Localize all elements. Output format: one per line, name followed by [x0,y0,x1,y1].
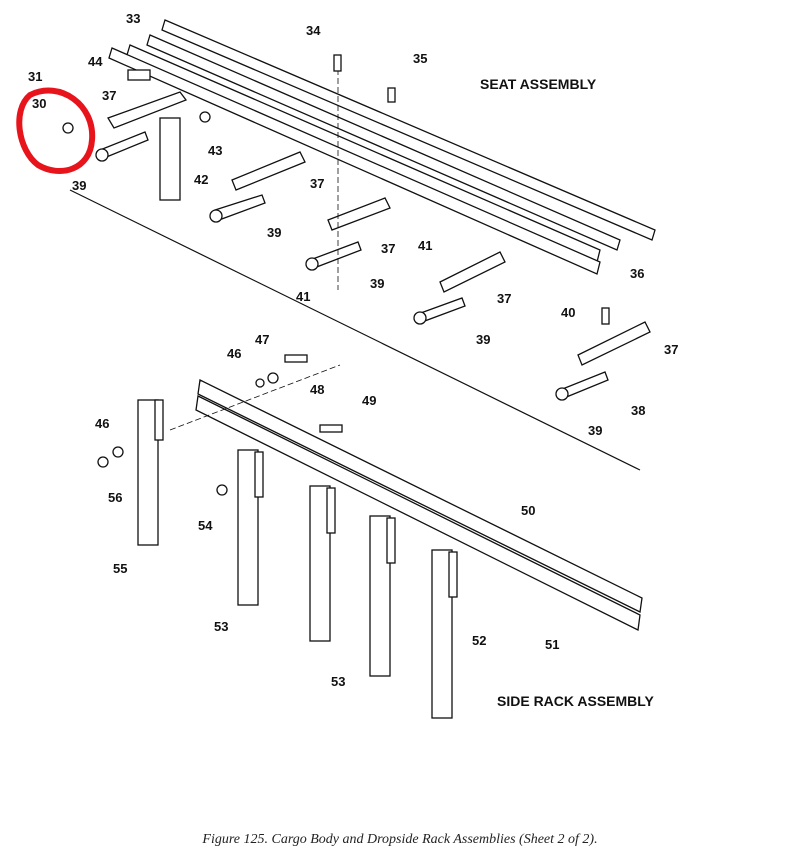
callout[interactable]: 39 [370,276,384,291]
seat-rails [108,19,656,275]
figure-caption: Figure 125. Cargo Body and Dropside Rack… [202,832,598,847]
callout[interactable]: 39 [476,332,490,347]
callout[interactable]: 37 [102,88,116,103]
seat-assembly-heading: SEAT ASSEMBLY [480,76,597,92]
callout[interactable]: 53 [214,619,228,634]
callout[interactable]: 48 [310,382,324,397]
callout[interactable]: 37 [497,291,511,306]
callout[interactable]: 39 [72,178,86,193]
callout[interactable]: 46 [95,416,109,431]
callout[interactable]: 39 [588,423,602,438]
callout[interactable]: 53 [331,674,345,689]
callout[interactable]: 40 [561,305,575,320]
callout[interactable]: 46 [227,346,241,361]
callout[interactable]: 38 [631,403,645,418]
callout[interactable]: 47 [255,332,269,347]
side-rack-stakes [137,399,458,719]
highlight-circle [16,87,96,174]
callout[interactable]: 56 [108,490,122,505]
callout[interactable]: 41 [418,238,432,253]
callout[interactable]: 55 [113,561,127,576]
callout[interactable]: 42 [194,172,208,187]
callout[interactable]: 43 [208,143,222,158]
callout[interactable]: 51 [545,637,559,652]
side-rack-assembly-heading: SIDE RACK ASSEMBLY [497,693,655,709]
callouts: 33 34 35 44 31 37 30 43 42 39 37 39 37 4… [28,11,678,689]
callout[interactable]: 37 [381,241,395,256]
callout[interactable]: 33 [126,11,140,26]
callout[interactable]: 50 [521,503,535,518]
callout[interactable]: 37 [310,176,324,191]
callout[interactable]: 34 [306,23,321,38]
divider-line [69,189,641,471]
callout[interactable]: 39 [267,225,281,240]
callout[interactable]: 52 [472,633,486,648]
callout[interactable]: 31 [28,69,42,84]
callout[interactable]: 37 [664,342,678,357]
seat-brackets [62,54,651,401]
callout[interactable]: 36 [630,266,644,281]
callout[interactable]: 44 [88,54,103,69]
callout[interactable]: 54 [198,518,213,533]
side-rack-rails [97,354,643,631]
callout[interactable]: 41 [296,289,310,304]
callout[interactable]: 35 [413,51,427,66]
callout-highlighted[interactable]: 30 [32,96,46,111]
callout[interactable]: 49 [362,393,376,408]
